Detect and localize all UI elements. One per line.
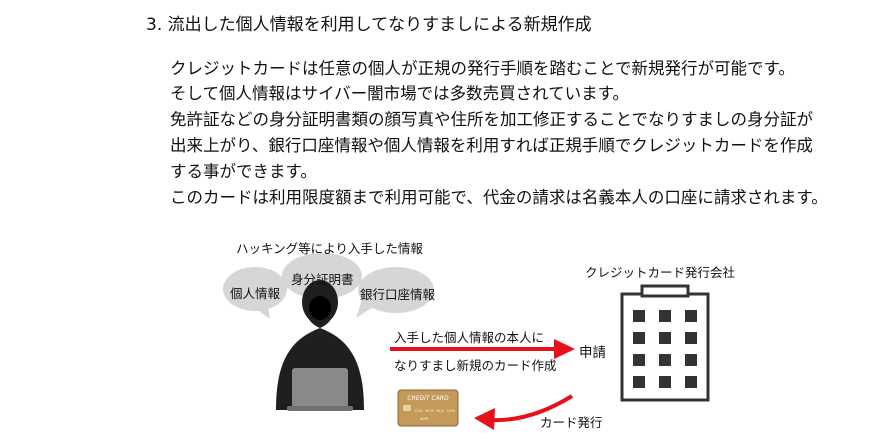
bubble-personal-tail: [252, 306, 270, 319]
bubble-id-doc-label: 身分証明書: [291, 272, 354, 287]
building-roof: [640, 284, 690, 298]
hacking-label: ハッキング等により入手した情報: [236, 241, 423, 256]
paragraph-line-6: このカードは利用限度額まで利用可能で、代金の請求は名義本人の口座に請求されます。: [170, 188, 828, 207]
paragraph-line-5: する事ができます。: [170, 162, 317, 181]
bubble-personal-shape: [223, 267, 287, 311]
card-name-text: NAME: [420, 417, 429, 421]
bubble-bank-shape: [358, 267, 434, 313]
paragraph-line-1: クレジットカードは任意の個人が正規の発行手順を踏むことで新規発行が可能です。: [170, 59, 795, 78]
hacker-face: [309, 296, 331, 320]
card-chip: [403, 405, 411, 411]
hacker-icon: [276, 280, 364, 411]
paragraph-line-4: 出来上がり、銀行口座情報や個人情報を利用すれば正規手順でクレジットカードを作成: [170, 136, 813, 155]
apply-label: 申請: [579, 345, 606, 361]
paragraph-line-3: 免許証などの身分証明書類の顔写真や住所を加工修正することでなりすましの身分証が: [170, 110, 814, 129]
apply-arrow-head: [554, 339, 575, 359]
building-icon: [620, 284, 710, 402]
company-label: クレジットカード発行会社: [585, 265, 736, 280]
arrow-label-line-1: 入手した個人情報の本人に: [394, 330, 545, 345]
paragraph-line-2: そして個人情報はサイバー闇市場では多数売買されています。: [170, 84, 630, 103]
card-number-text: 1234 5678 9012 3456: [414, 409, 455, 413]
apply-arrow: [390, 339, 575, 359]
section-heading: 3. 流出した個人情報を利用してなりすましによる新規作成: [146, 15, 592, 35]
bubble-bank: [356, 267, 434, 318]
bubble-bank-tail: [356, 300, 378, 318]
bubble-id-doc-shape: [282, 253, 362, 299]
bubble-personal-label: 個人情報: [230, 286, 281, 301]
credit-card-icon: CREDIT CARD 1234 5678 9012 3456 NAME: [397, 389, 459, 427]
issue-arrow: [474, 394, 574, 430]
bubble-bank-label: 銀行口座情報: [360, 287, 436, 302]
issue-arrow-head: [474, 408, 495, 430]
building-windows: [633, 310, 697, 388]
bubble-personal: [223, 267, 287, 319]
card-brand-text: CREDIT CARD: [407, 395, 449, 402]
issue-arrow-curve: [489, 394, 574, 423]
hacker-laptop: [292, 368, 348, 408]
card-body: [398, 390, 458, 426]
issue-label: カード発行: [540, 415, 603, 430]
arrow-label-line-2: なりすまし新規のカード作成: [394, 358, 557, 373]
hacker-laptop-base: [287, 406, 353, 411]
